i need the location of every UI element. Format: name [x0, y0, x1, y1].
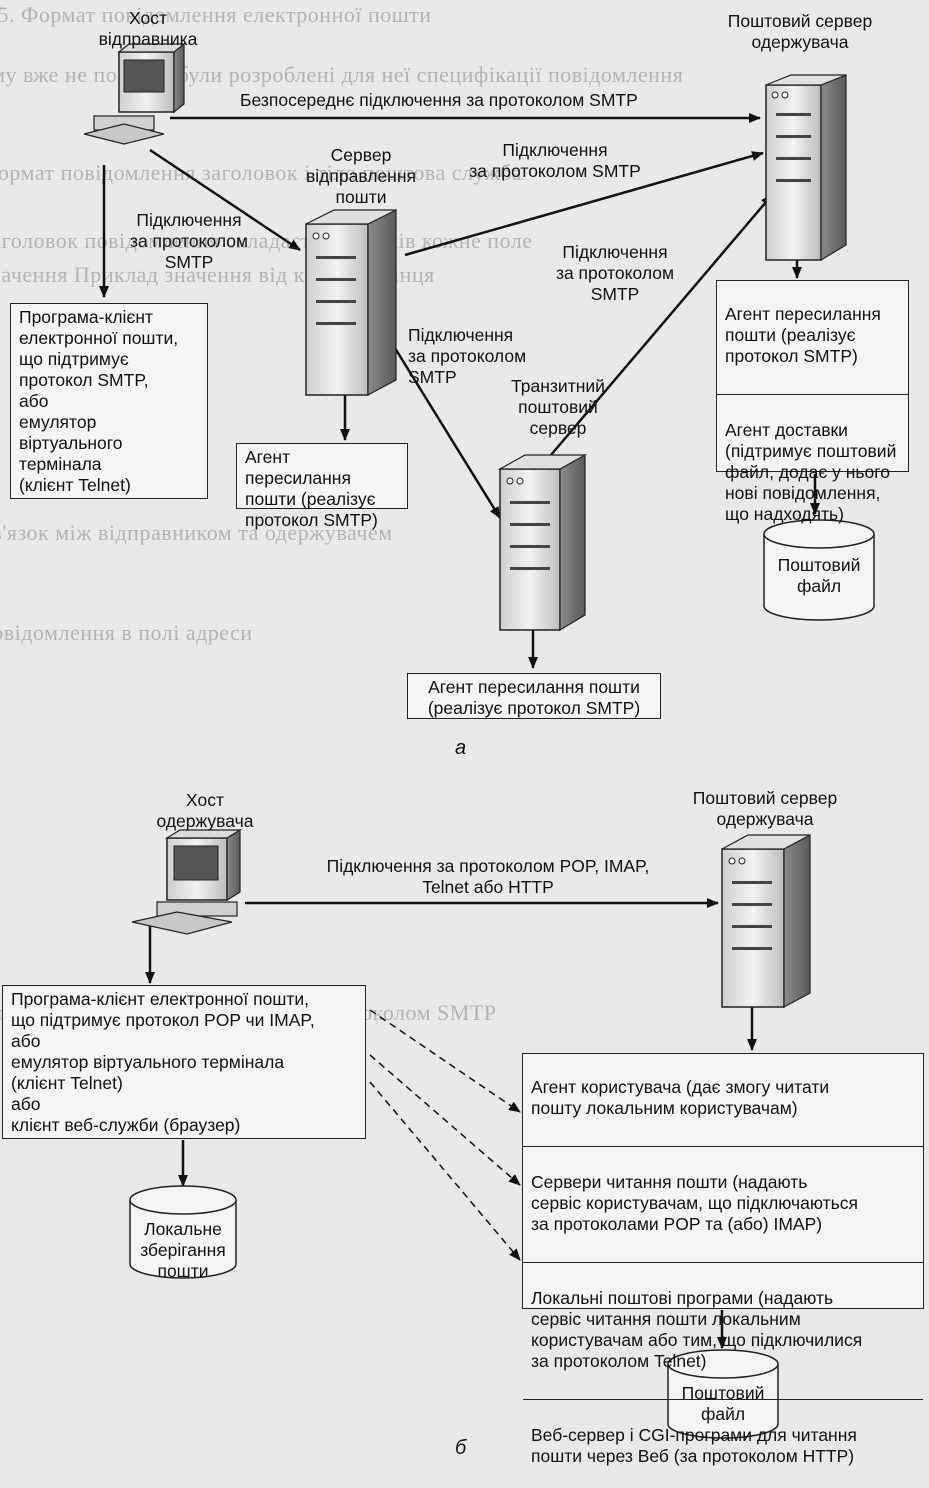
- mail-file-b-cylinder-icon: [667, 1349, 779, 1439]
- ghost-line: повідомлення в полі адреси: [0, 620, 253, 645]
- arrow-host-to-sending-server: [149, 148, 301, 252]
- recipient-client-box: Програма-клієнт електронної пошти, що пі…: [2, 985, 366, 1139]
- local-storage-label: Локальне зберігання пошти: [140, 1219, 226, 1281]
- transit-server-label: Транзитний поштовий сервер: [511, 376, 605, 438]
- ghost-line: Формат повідомлення заголовок і тіло пош…: [0, 160, 523, 185]
- recipient-agents-box: Агент пересилання пошти (реалізує проток…: [716, 280, 909, 524]
- service-user-agent: Агент користувача (дає змогу читати пошт…: [531, 1077, 830, 1118]
- transit-server-tower-icon: [497, 453, 588, 632]
- sending-agent-box: Агент пересилання пошти (реалізує проток…: [236, 443, 408, 530]
- ghost-line: 1.5. Формат повідомлення електронної пош…: [0, 2, 432, 27]
- recipient-forward-agent: Агент пересилання пошти (реалізує проток…: [725, 304, 881, 366]
- sender-client-box: Програма-клієнт електронної пошти, що пі…: [10, 303, 208, 499]
- dashed-arrow-2: [369, 1054, 521, 1186]
- diagram-b-arrows: [145, 898, 757, 1349]
- edge-transit-to-recipient-label: Підключення за протоколом SMTP: [555, 242, 675, 304]
- edge-host-to-sending-label: Підключення за протоколом SMTP: [129, 210, 249, 272]
- diagram-a-arrows: [99, 113, 820, 669]
- local-storage-cylinder-icon: [129, 1185, 237, 1279]
- dashed-arrow-1: [369, 1009, 521, 1113]
- service-local-mail-programs: Локальні поштові програми (надають серві…: [531, 1288, 863, 1371]
- recipient-computer-icon: [131, 828, 243, 935]
- box-divider: [523, 1146, 923, 1147]
- edge-direct-smtp-label: Безпосереднє підключення за протоколом S…: [240, 90, 638, 110]
- sending-server-label: Сервер відправлення пошти: [306, 145, 416, 207]
- service-web-cgi: Веб-сервер і CGI-програми для читання по…: [531, 1425, 857, 1466]
- caption-a: а: [455, 737, 467, 759]
- diagram-b-dashed-arrows: [369, 1009, 521, 1261]
- arrow-sending-to-recipient: [404, 151, 764, 257]
- ghost-line: Заголовок повідомлення складається з пол…: [0, 228, 533, 253]
- recipient-host-label: Хост одержувача: [156, 790, 254, 831]
- arrow-sending-to-transit: [388, 339, 502, 519]
- mail-file-b-label: Поштовий файл: [681, 1383, 765, 1424]
- edge-sending-to-recipient-label: Підключення за протоколом SMTP: [469, 140, 641, 181]
- transit-agent-box: Агент пересилання пошти (реалізує проток…: [407, 673, 661, 719]
- caption-b: б: [455, 1437, 467, 1459]
- mail-file-cylinder-icon: [763, 519, 875, 621]
- box-divider: [717, 394, 908, 395]
- recipient-server-tower-b-icon: [721, 833, 811, 1009]
- box-divider: [523, 1399, 923, 1400]
- edge-pop-imap-label: Підключення за протоколом POP, IMAP, Tel…: [326, 856, 650, 897]
- dashed-arrow-3: [369, 1081, 521, 1261]
- service-mail-readers: Сервери читання пошти (надають сервіс ко…: [531, 1172, 858, 1234]
- recipient-delivery-agent: Агент доставки (підтримує поштовий файл,…: [725, 420, 897, 524]
- sending-server-tower-icon: [305, 209, 397, 397]
- sender-host-label: Хост відправника: [98, 8, 198, 49]
- recipient-server-tower-icon: [765, 74, 847, 262]
- mail-file-label: Поштовий файл: [777, 555, 861, 596]
- box-divider: [523, 1262, 923, 1263]
- ghost-line: Зв'язок між відправником та одержувачем: [0, 520, 393, 545]
- recipient-server-label: Поштовий сервер одержувача: [727, 11, 873, 52]
- recipient-server-services-box: Агент користувача (дає змогу читати пошт…: [522, 1053, 924, 1466]
- recipient-server-b-label: Поштовий сервер одержувача: [692, 788, 838, 829]
- arrow-transit-to-recipient: [544, 194, 773, 463]
- edge-sending-to-transit-label: Підключення за протоколом SMTP: [408, 325, 527, 387]
- ghost-line: ому вже не повинні були розроблені для н…: [0, 62, 684, 87]
- sender-computer-icon: [83, 42, 186, 145]
